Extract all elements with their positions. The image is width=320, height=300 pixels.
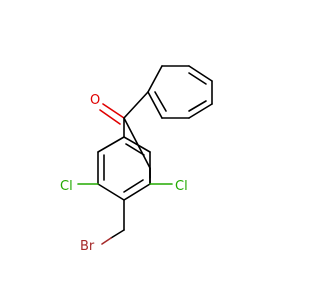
bond-phenyl-2 xyxy=(188,65,213,82)
bond-phenyl-2b xyxy=(188,72,207,85)
bond-ring-top-right xyxy=(123,117,151,169)
bond-ring-top-left xyxy=(97,136,125,153)
bond-ch2-br-2 xyxy=(101,237,112,245)
chlorine-right-label: Cl xyxy=(175,179,188,194)
chlorine-left-group: Cl xyxy=(60,179,99,194)
bond-ring-bottom-right xyxy=(123,183,151,201)
bond-phenyl-6 xyxy=(147,91,163,119)
bond-carbonyl-o-2 xyxy=(99,109,121,125)
phenyl-ring xyxy=(147,65,213,119)
bond-ch2-br-1 xyxy=(110,229,125,239)
chlorine-right-group: Cl xyxy=(149,179,188,194)
bromomethyl-group: Br xyxy=(80,199,125,254)
bond-phenyl-7 xyxy=(147,65,163,93)
bond-ring-upper-right-b xyxy=(125,143,145,156)
bond-phenyl-4b xyxy=(188,100,207,112)
chlorine-left-label: Cl xyxy=(60,179,73,194)
central-ring xyxy=(97,117,151,201)
oxygen-label: O xyxy=(90,93,100,108)
molecule-diagram: O Cl Cl Br xyxy=(60,65,213,254)
bond-ring-bottom-left xyxy=(97,183,125,201)
bond-ring-upper-right xyxy=(123,136,151,153)
bond-phenyl-6b xyxy=(154,91,167,112)
bond-carbonyl-o-1 xyxy=(102,103,125,119)
carbonyl-group: O xyxy=(90,91,149,125)
bond-ring-bottom-right-b xyxy=(123,179,144,193)
bromine-label: Br xyxy=(80,239,95,254)
bond-phenyl-4 xyxy=(188,103,213,119)
bond-carbonyl-phenyl xyxy=(123,91,149,119)
